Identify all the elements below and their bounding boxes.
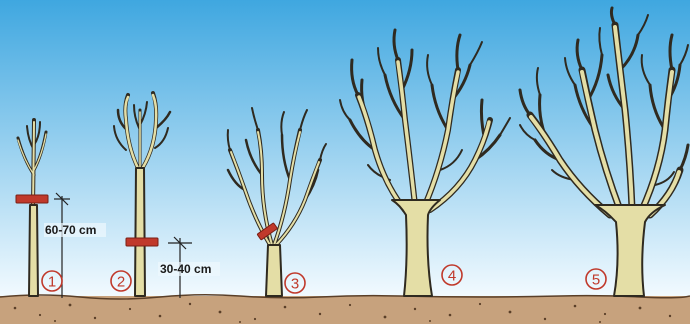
svg-text:2: 2: [117, 274, 125, 291]
svg-text:5: 5: [592, 272, 600, 289]
cut-marker-band: [16, 195, 48, 203]
svg-text:4: 4: [448, 268, 456, 285]
measure-label-60-70: 60-70 cm: [45, 223, 96, 237]
svg-text:1: 1: [48, 274, 56, 291]
svg-text:3: 3: [291, 276, 299, 293]
soil-ground: [0, 295, 690, 324]
measure-label-30-40: 30-40 cm: [160, 262, 211, 276]
cut-marker-band: [126, 238, 158, 246]
sky-background: [0, 0, 690, 300]
